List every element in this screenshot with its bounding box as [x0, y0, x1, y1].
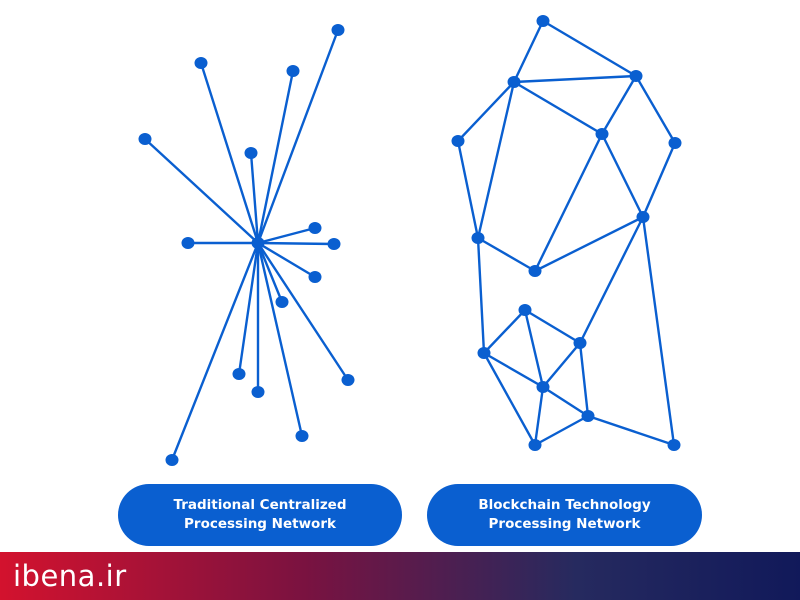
blockchain-node — [451, 135, 465, 147]
centralized-edge — [256, 241, 350, 382]
centralized-edge — [143, 137, 260, 245]
centralized-node — [244, 147, 258, 159]
blockchain-node — [507, 76, 521, 88]
blockchain-edge — [523, 308, 582, 345]
blockchain-edge — [533, 215, 645, 273]
network-diagrams — [138, 15, 682, 466]
blockchain-edge — [541, 385, 590, 418]
blockchain-edge — [533, 132, 604, 273]
blockchain-edge — [482, 351, 537, 447]
blockchain-network-label-text: Blockchain Technology Processing Network — [478, 497, 651, 532]
blockchain-node — [595, 128, 609, 140]
centralized-node — [251, 237, 265, 249]
blockchain-node — [629, 70, 643, 82]
blockchain-node — [536, 381, 550, 393]
centralized-edge — [256, 241, 317, 279]
blockchain-node — [636, 211, 650, 223]
centralized-edge — [249, 151, 260, 245]
centralized-node — [295, 430, 309, 442]
centralized-node — [275, 296, 289, 308]
blockchain-edge — [456, 80, 516, 143]
blockchain-edge — [523, 308, 545, 389]
blockchain-node — [528, 439, 542, 451]
blockchain-edge — [512, 74, 638, 84]
centralized-node — [341, 374, 355, 386]
centralized-edge — [256, 241, 336, 246]
centralized-network-label-text: Traditional Centralized Processing Netwo… — [173, 497, 347, 532]
blockchain-node — [667, 439, 681, 451]
blockchain-network-label: Blockchain Technology Processing Network — [427, 484, 702, 546]
blockchain-edge — [578, 215, 645, 345]
footer-banner: ibena.ir — [0, 552, 800, 600]
blockchain-edge — [578, 341, 590, 418]
centralized-network-label: Traditional Centralized Processing Netwo… — [118, 484, 402, 546]
centralized-node — [165, 454, 179, 466]
blockchain-node — [581, 410, 595, 422]
blockchain-edge — [600, 74, 638, 136]
centralized-edge — [256, 241, 304, 438]
centralized-node — [232, 368, 246, 380]
blockchain-node — [668, 137, 682, 149]
blockchain-edge — [456, 139, 480, 240]
blockchain-edge — [641, 215, 676, 447]
blockchain-edge — [586, 414, 676, 447]
blockchain-edge — [634, 74, 677, 145]
centralized-node — [308, 222, 322, 234]
blockchain-edge — [482, 351, 545, 389]
centralized-node — [327, 238, 341, 250]
blockchain-edge — [512, 19, 545, 84]
blockchain-edge — [476, 236, 486, 355]
blockchain-network — [451, 15, 682, 451]
brand-logo-text: ibena.ir — [13, 559, 127, 593]
blockchain-edge — [482, 308, 527, 355]
blockchain-edge — [512, 80, 604, 136]
centralized-edge — [237, 241, 260, 376]
blockchain-node — [477, 347, 491, 359]
blockchain-edge — [641, 141, 677, 219]
blockchain-edge — [600, 132, 645, 219]
blockchain-edge — [533, 385, 545, 447]
centralized-node — [331, 24, 345, 36]
blockchain-node — [573, 337, 587, 349]
centralized-edge — [256, 69, 295, 245]
centralized-edge — [256, 226, 317, 245]
centralized-node — [181, 237, 195, 249]
blockchain-node — [518, 304, 532, 316]
centralized-node — [286, 65, 300, 77]
centralized-node — [138, 133, 152, 145]
centralized-edge — [199, 61, 260, 245]
centralized-node — [251, 386, 265, 398]
centralized-edge — [170, 241, 260, 462]
blockchain-edge — [476, 80, 516, 240]
centralized-edge — [256, 28, 340, 245]
blockchain-edge — [541, 19, 638, 78]
centralized-node — [308, 271, 322, 283]
blockchain-edge — [541, 341, 582, 389]
blockchain-node — [471, 232, 485, 244]
blockchain-edge — [476, 236, 537, 273]
centralized-node — [194, 57, 208, 69]
blockchain-node — [536, 15, 550, 27]
blockchain-node — [528, 265, 542, 277]
centralized-network — [138, 24, 355, 466]
centralized-edge — [256, 241, 284, 304]
blockchain-edge — [533, 414, 590, 447]
